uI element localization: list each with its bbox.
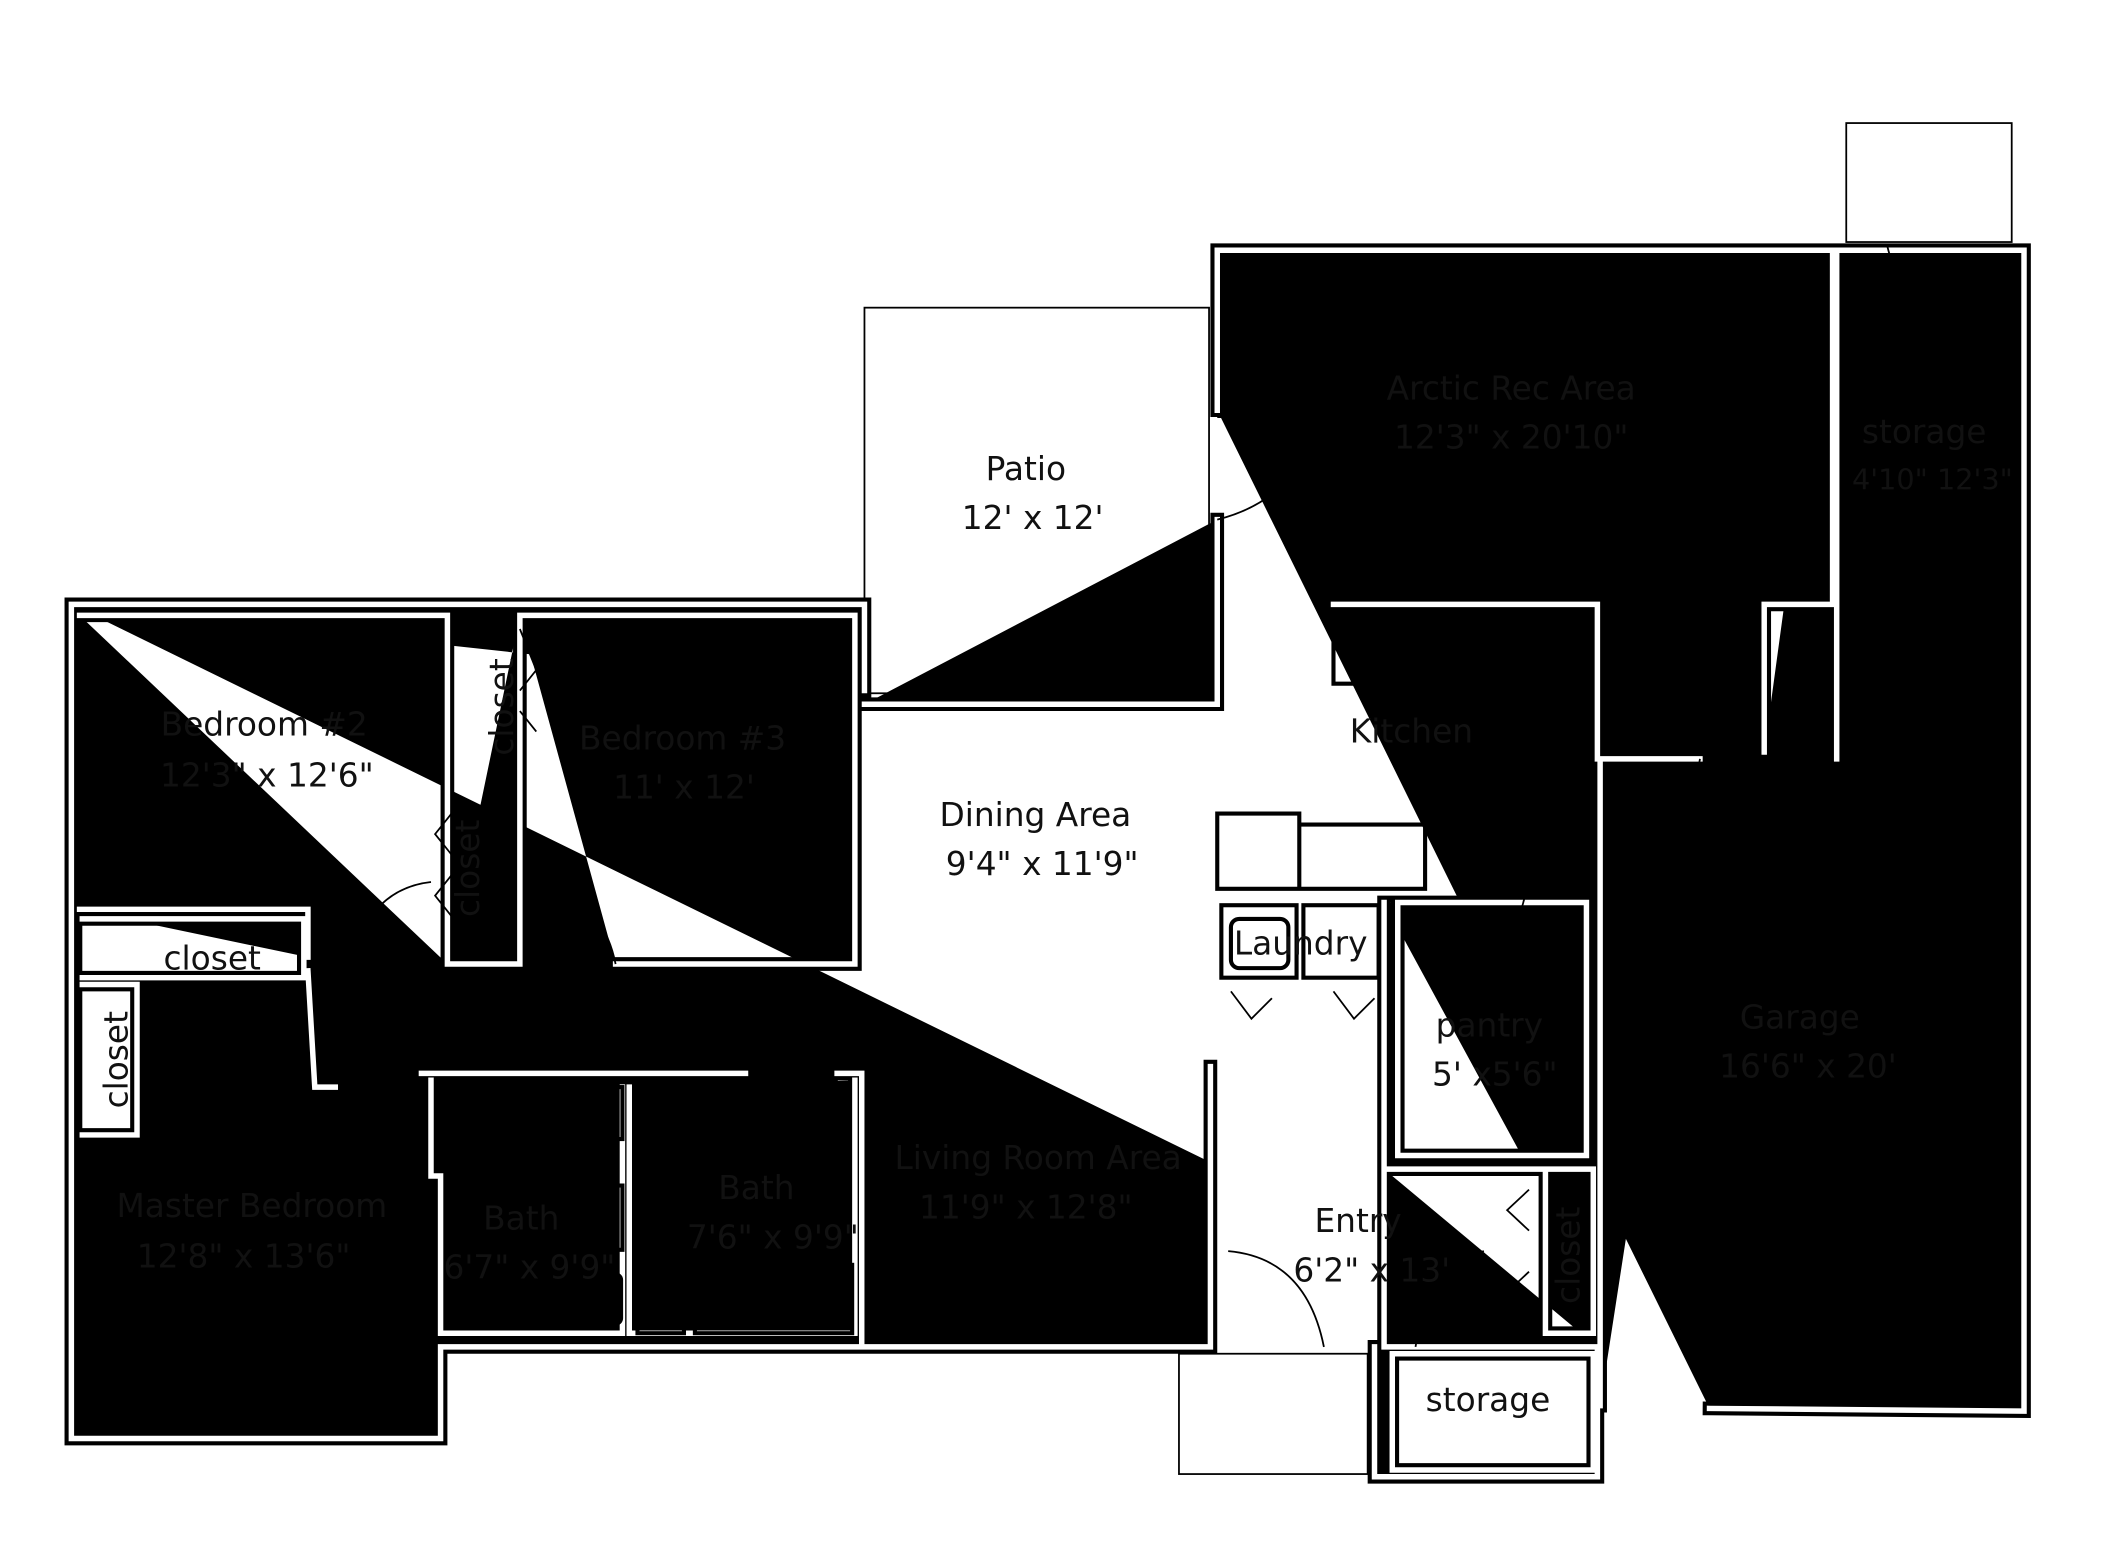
room-name-kitchen: Kitchen xyxy=(1350,712,1473,750)
sink-icon xyxy=(635,1169,695,1236)
room-size-bedroom3: 11' x 12' xyxy=(613,769,755,807)
kitchen-island xyxy=(1215,811,1428,891)
kitchen-counter xyxy=(1331,613,1589,891)
linen-cabinet xyxy=(562,1085,625,1142)
shower-icon xyxy=(442,1085,557,1172)
room-name-arctic-rec: Arctic Rec Area xyxy=(1387,369,1636,407)
room-name-dining: Dining Area xyxy=(939,796,1131,834)
room-size-garage: 16'6" x 20' xyxy=(1719,1048,1897,1086)
room-name-pantry: pantry xyxy=(1436,1006,1543,1044)
room-name-storage-south: storage xyxy=(1426,1381,1551,1419)
room-size-pantry: 5' x5'6" xyxy=(1432,1056,1558,1094)
room-size-hall-bath: 7'6" x 9'9" xyxy=(687,1218,859,1256)
closet-label-master-top: closet xyxy=(164,939,261,977)
bathtub-icon xyxy=(692,1262,855,1336)
room-name-entry: Entry xyxy=(1314,1202,1401,1240)
room-size-master: 12'8" x 13'6" xyxy=(137,1238,351,1276)
room-size-bedroom2: 12'3" x 12'6" xyxy=(160,756,374,794)
closet-label-master-side: closet xyxy=(97,1011,135,1108)
room-name-bedroom2: Bedroom #2 xyxy=(161,706,368,744)
room-name-living: Living Room Area xyxy=(895,1139,1182,1177)
closet-label-entry: closet xyxy=(1550,1206,1588,1303)
room-name-master-bath: Bath xyxy=(483,1199,559,1237)
front-step xyxy=(1178,1352,1369,1475)
north-porch xyxy=(1845,122,2013,243)
door-swings xyxy=(150,245,1984,1348)
room-size-arctic-rec: 12'3" x 20'10" xyxy=(1394,419,1629,457)
room-name-hall-bath: Bath xyxy=(718,1169,794,1207)
walls xyxy=(71,250,2024,1477)
room-size-living: 11'9" x 12'8" xyxy=(919,1188,1133,1226)
laundry-machines xyxy=(1219,903,1381,980)
room-name-bedroom3: Bedroom #3 xyxy=(579,719,786,757)
sink-icon xyxy=(1529,754,1589,820)
toilet-icon xyxy=(636,1091,718,1151)
closet-label-bedroom3: closet xyxy=(483,658,521,755)
vanity-cabinet xyxy=(635,1283,687,1336)
room-size-patio: 12' x 12' xyxy=(962,499,1104,537)
stove-icon xyxy=(1379,616,1450,686)
room-name-storage-north: storage xyxy=(1862,413,1987,451)
room-name-laundry: Laundry xyxy=(1234,924,1368,962)
room-name-garage: Garage xyxy=(1740,998,1860,1036)
toilet-icon xyxy=(547,1272,624,1326)
room-size-dining: 9'4" x 11'9" xyxy=(946,845,1139,883)
closet-label-bedroom2: closet xyxy=(449,819,487,916)
room-name-master: Master Bedroom xyxy=(116,1187,387,1225)
sink-icon xyxy=(569,1183,625,1252)
room-size-entry: 6'2" x 13' xyxy=(1293,1251,1450,1289)
room-size-storage-north: 4'10" 12'3" xyxy=(1852,463,2013,497)
room-size-master-bath: 6'7" x 9'9" xyxy=(443,1249,615,1287)
room-name-patio: Patio xyxy=(986,450,1066,488)
